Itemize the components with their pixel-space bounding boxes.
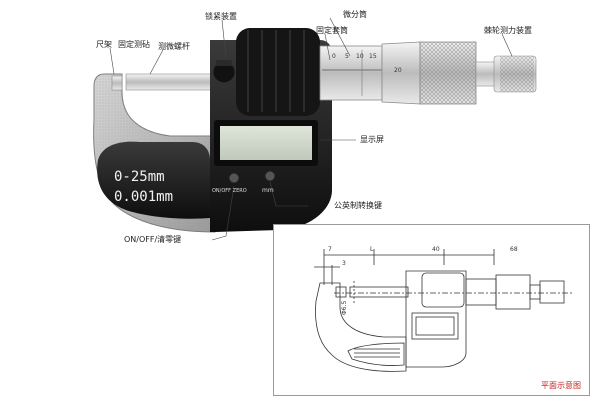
label-spindle: 测微螺杆 [158,42,190,51]
dim-phi65: Φ6.5 [341,301,348,315]
label-sleeve: 固定套筒 [316,26,348,35]
onoff-zero-button [228,172,240,184]
sleeve-scale-5: 5 [345,53,349,60]
label-onoff-zero: ON/OFF/清零键 [124,235,182,244]
label-display: 显示屏 [360,135,384,144]
lcd-screen [220,126,312,160]
thimble-knurl [420,42,476,104]
dim-3: 3 [342,260,346,267]
schematic-drawing: 7 3 L 40 68 Φ6.5 [314,246,574,372]
onoff-zero-button-label: ON/OFF ZERO [212,188,247,194]
dim-68: 68 [510,246,518,253]
label-thimble: 微分筒 [343,10,367,19]
range-text: 0-25mm [114,169,165,185]
label-lock: 锁紧装置 [205,12,237,21]
dim-40: 40 [432,246,440,253]
sleeve-scale-15: 15 [369,53,377,60]
label-frame: 尺架 [96,40,112,49]
label-ratchet: 棘轮测力装置 [484,26,532,35]
sleeve-scale-0: 0 [332,53,336,60]
spindle [125,73,213,91]
unit-button [264,170,276,182]
schematic-panel: 7 3 L 40 68 Φ6.5 平面示意图 [273,224,590,396]
label-fixed-anvil: 固定测砧 [118,40,150,49]
fixed-anvil [111,75,123,91]
unit-button-label: mm [262,187,274,194]
resolution-text: 0.001mm [114,189,174,205]
frame-nameplate [97,141,210,219]
dim-7: 7 [328,246,332,253]
thimble-scale-20: 20 [394,67,402,74]
sleeve-scale-10: 10 [356,53,364,60]
sleeve [319,45,383,101]
dim-L: L [370,246,374,253]
schematic-caption: 平面示意图 [541,381,581,390]
label-unit-switch: 公英制转换键 [334,201,382,210]
